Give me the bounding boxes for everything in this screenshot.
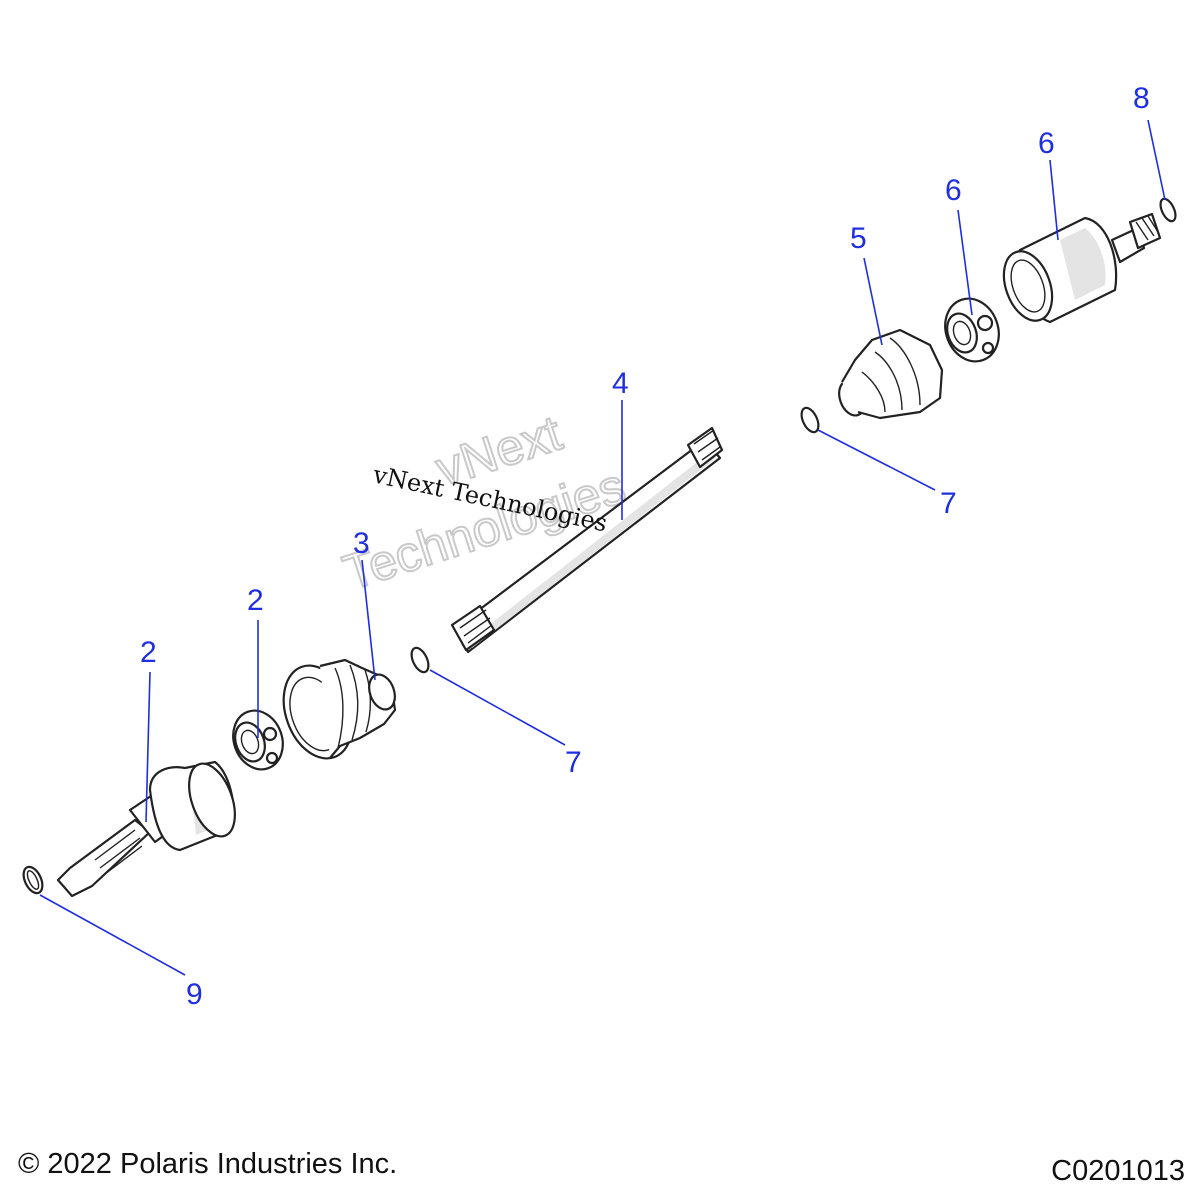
callout-3-boot: 3 xyxy=(353,527,370,560)
part-9-snap-ring xyxy=(22,865,44,895)
callouts: 2 2 3 4 5 6 6 7 7 8 9 xyxy=(140,82,1150,1011)
outer-cv-joint xyxy=(56,760,236,898)
callout-4-axle-shaft: 4 xyxy=(612,367,629,400)
part-3-boot xyxy=(282,658,397,760)
drawing-id: C0201013 xyxy=(1051,1155,1185,1187)
part-4-axle-shaft xyxy=(450,426,724,654)
callout-8-snap-ring: 8 xyxy=(1133,82,1150,115)
callout-9-snap-ring: 9 xyxy=(186,978,203,1011)
part-8-snap-ring xyxy=(1159,197,1177,223)
callout-7-snap-ring-left: 7 xyxy=(565,746,582,779)
callout-7-snap-ring-right: 7 xyxy=(940,487,957,520)
part-7-snap-ring-right xyxy=(800,406,820,434)
callout-6-bearing-cage: 6 xyxy=(945,174,962,207)
part-2-bearing-cage xyxy=(232,709,284,771)
part-6-cv-housing xyxy=(1002,212,1162,324)
callout-2-outer-joint: 2 xyxy=(140,636,157,669)
part-7-snap-ring-left xyxy=(410,646,430,674)
part-5-boot xyxy=(838,328,944,420)
callout-2-bearing-cage: 2 xyxy=(247,584,264,617)
leader-lines xyxy=(39,119,1166,976)
callout-5-boot: 5 xyxy=(850,222,867,255)
part-6-bearing-cage xyxy=(944,297,1000,363)
callout-6-cv-housing: 6 xyxy=(1038,127,1055,160)
copyright-text: © 2022 Polaris Industries Inc. xyxy=(18,1148,397,1180)
